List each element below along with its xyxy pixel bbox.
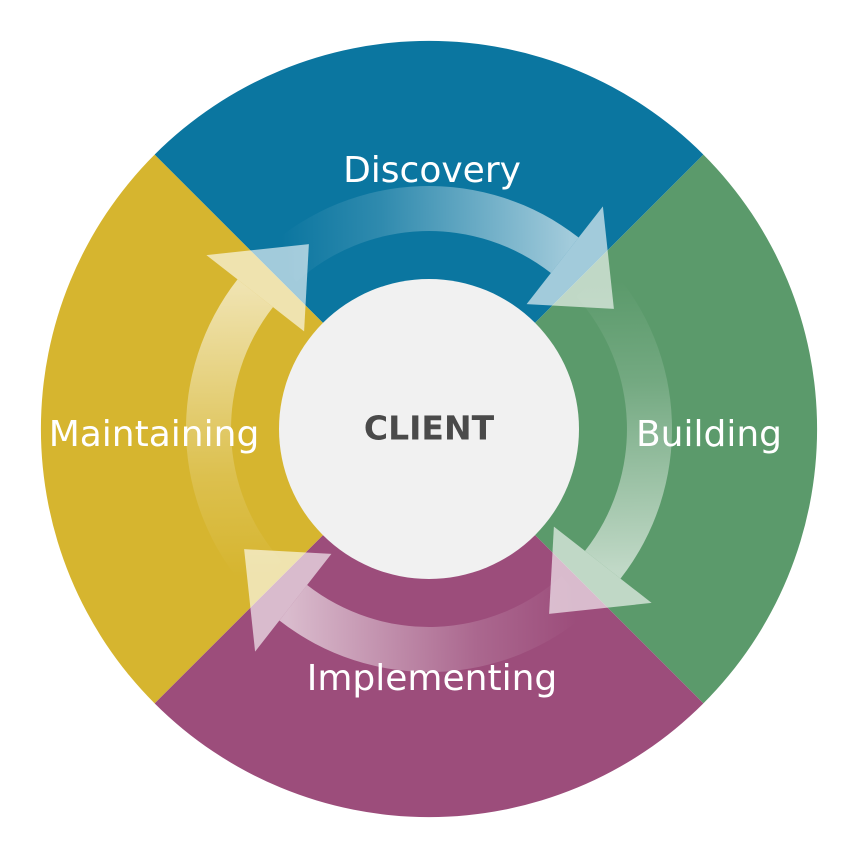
segment-label-maintaining: Maintaining [49,414,260,455]
arrow-band-maintaining [185,279,282,592]
segment-label-implementing: Implementing [307,658,558,699]
arrow-band-building [576,266,673,579]
center-label: CLIENT [364,409,495,448]
arrowhead-maintaining [206,244,309,332]
arrow-band-implementing [279,576,592,673]
center-circle [279,279,579,579]
arrows-layer [185,185,673,673]
segment-label-discovery: Discovery [343,150,521,191]
segment-label-building: Building [636,414,782,455]
arrow-band-discovery [266,185,579,282]
